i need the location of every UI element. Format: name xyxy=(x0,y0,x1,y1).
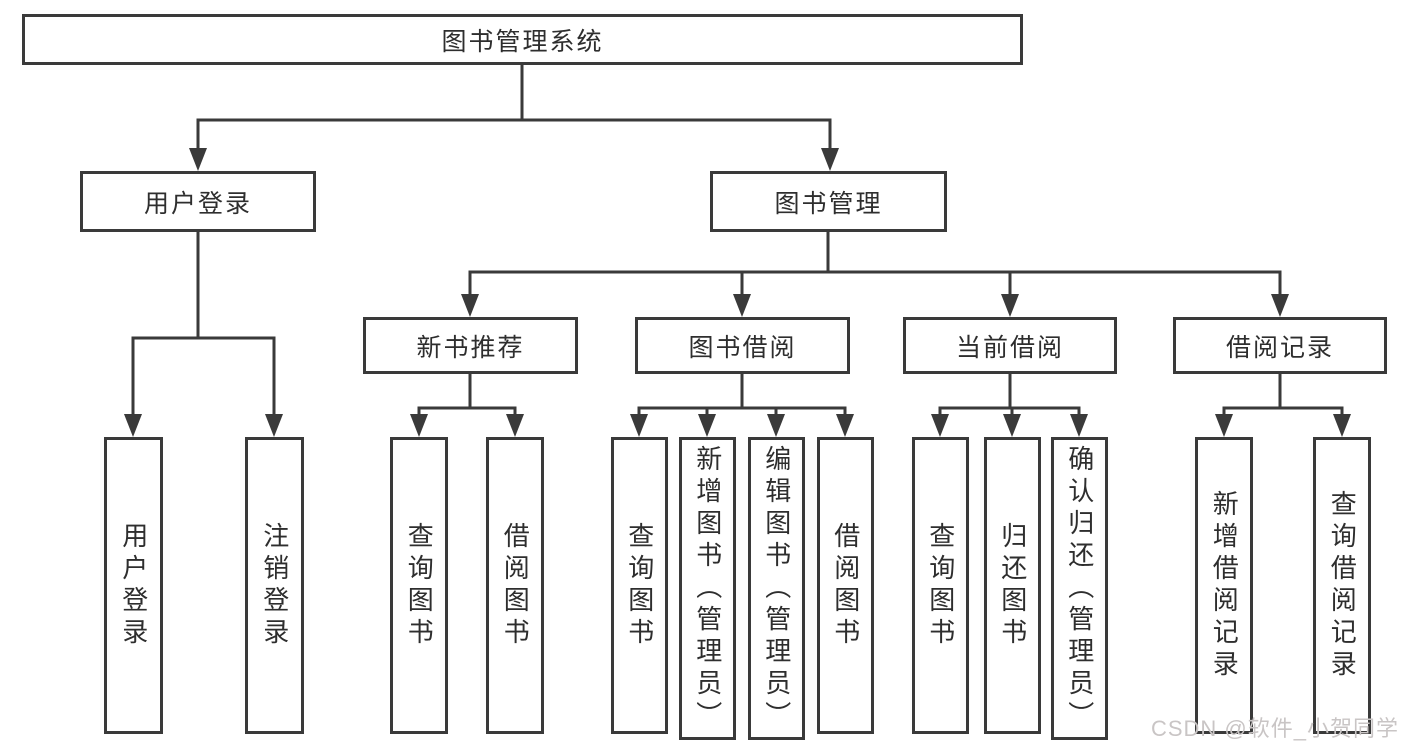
leaf-query-books-recommend: 查询图书 xyxy=(390,437,448,734)
leaf-add-books-admin: 新增图书（管理员） xyxy=(679,437,736,740)
leaf-borrow-books-recommend: 借阅图书 xyxy=(486,437,544,734)
node-book-borrowing: 图书借阅 xyxy=(635,317,850,374)
node-book-management: 图书管理 xyxy=(710,171,947,232)
leaf-user-login: 用户登录 xyxy=(104,437,163,734)
leaf-borrow-books-borrowing: 借阅图书 xyxy=(817,437,874,734)
leaf-edit-books-admin: 编辑图书（管理员） xyxy=(748,437,805,740)
leaf-add-borrow-record: 新增借阅记录 xyxy=(1195,437,1253,734)
leaf-confirm-return-admin: 确认归还（管理员） xyxy=(1051,437,1108,740)
node-current-borrowing: 当前借阅 xyxy=(903,317,1117,374)
node-new-book-recommendation: 新书推荐 xyxy=(363,317,578,374)
leaf-return-books: 归还图书 xyxy=(984,437,1041,734)
leaf-logout: 注销登录 xyxy=(245,437,304,734)
leaf-query-books-current: 查询图书 xyxy=(912,437,969,734)
leaf-query-borrow-record: 查询借阅记录 xyxy=(1313,437,1371,734)
leaf-query-books-borrowing: 查询图书 xyxy=(611,437,668,734)
node-borrowing-records: 借阅记录 xyxy=(1173,317,1387,374)
node-user-login: 用户登录 xyxy=(80,171,316,232)
watermark: CSDN @软件_小贺同学 xyxy=(1150,716,1399,741)
node-root: 图书管理系统 xyxy=(22,14,1023,65)
